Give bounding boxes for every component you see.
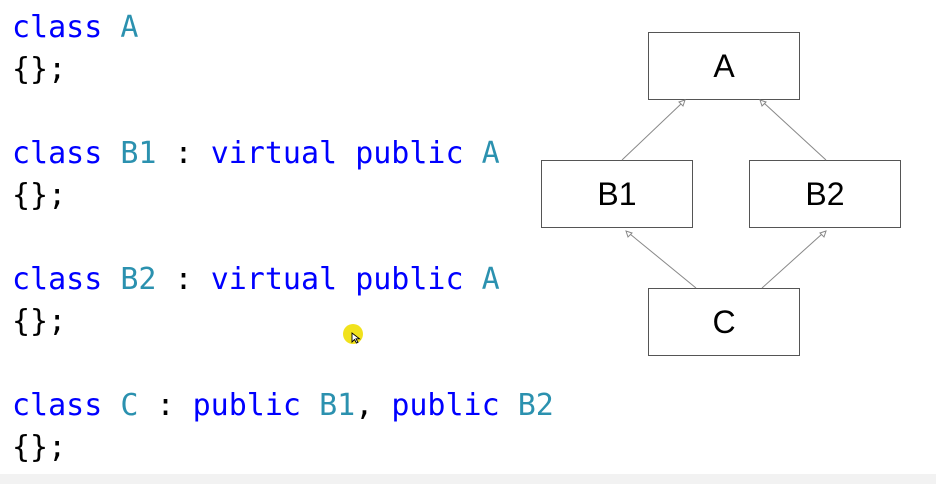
code-class-name: A <box>481 136 500 171</box>
edge-b2-to-a <box>763 102 827 161</box>
code-line: class A <box>12 8 138 48</box>
code-text: : <box>156 136 211 171</box>
code-text: , <box>355 388 392 423</box>
bottom-edge <box>0 474 936 484</box>
code-text: {}; <box>12 304 67 339</box>
code-keyword: virtual <box>210 262 338 297</box>
code-keyword: class <box>12 262 103 297</box>
code-class-name: B1 <box>319 388 356 423</box>
arrowhead-b1-to-a <box>678 99 686 107</box>
code-text: : <box>156 262 211 297</box>
code-text: : <box>138 388 193 423</box>
arrowhead-b2-to-a <box>759 99 767 107</box>
uml-class-c: C <box>648 288 800 356</box>
code-line: {}; <box>12 428 66 468</box>
code-line: class B1 : virtual public A <box>12 134 500 174</box>
code-class-name: A <box>481 262 500 297</box>
code-text: {}; <box>12 430 67 465</box>
code-class-name: A <box>120 10 139 45</box>
uml-class-b1-label: B1 <box>597 175 637 212</box>
uml-class-b2-label: B2 <box>805 175 845 212</box>
arrowhead-c-to-b2 <box>819 230 827 238</box>
uml-class-b2: B2 <box>749 160 901 228</box>
edge-b1-to-a <box>621 102 683 161</box>
edge-c-to-b1 <box>629 233 697 289</box>
code-line: {}; <box>12 302 66 342</box>
code-keyword: class <box>12 10 103 45</box>
code-class-name: B2 <box>517 388 554 423</box>
code-line: class C : public B1, public B2 <box>12 386 554 426</box>
uml-class-a-label: A <box>713 47 735 84</box>
edge-c-to-b2 <box>761 233 823 289</box>
code-keyword: public <box>355 136 464 171</box>
code-keyword: public <box>192 388 301 423</box>
code-keyword: public <box>391 388 500 423</box>
uml-class-b1: B1 <box>541 160 693 228</box>
code-text: {}; <box>12 178 67 213</box>
code-class-name: B1 <box>120 136 157 171</box>
code-keyword: class <box>12 136 103 171</box>
code-line: class B2 : virtual public A <box>12 260 500 300</box>
uml-class-c-label: C <box>712 303 736 340</box>
mouse-pointer-icon <box>343 324 363 344</box>
code-text: {}; <box>12 52 67 87</box>
code-class-name: B2 <box>120 262 157 297</box>
code-keyword: virtual <box>210 136 338 171</box>
arrowhead-c-to-b1 <box>625 230 633 238</box>
uml-class-a: A <box>648 32 800 100</box>
code-keyword: public <box>355 262 464 297</box>
code-line: {}; <box>12 176 66 216</box>
code-class-name: C <box>120 388 139 423</box>
code-keyword: class <box>12 388 103 423</box>
code-line: {}; <box>12 50 66 90</box>
